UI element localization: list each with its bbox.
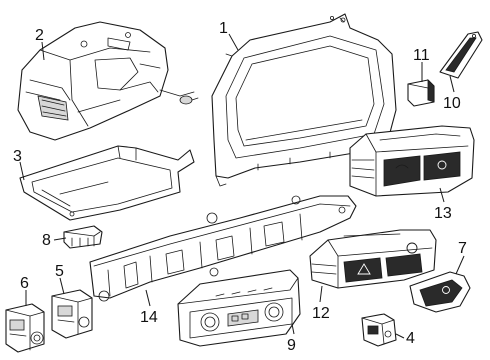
callout-7: 7 (458, 240, 467, 257)
leader-10 (449, 75, 455, 93)
callout-labels: 1 2 3 4 5 6 7 8 9 10 11 12 13 14 (13, 20, 467, 354)
callout-14: 14 (140, 309, 158, 326)
callout-1: 1 (219, 20, 228, 37)
leader-lines (19, 33, 465, 339)
part-4-small-switch (361, 313, 397, 347)
callout-12: 12 (312, 305, 330, 322)
callout-13: 13 (434, 205, 452, 222)
callout-5: 5 (55, 263, 64, 280)
callout-2: 2 (35, 27, 44, 44)
part-14-bracket-frame (89, 195, 357, 302)
leader-9 (291, 323, 295, 335)
leader-12 (319, 285, 323, 303)
part-6-switch-module (5, 303, 45, 353)
part-7-switch (409, 271, 471, 313)
part-12-switch-panel (309, 229, 437, 289)
part-2-hud-housing (17, 21, 199, 141)
callout-6: 6 (20, 275, 29, 292)
part-9-climate-panel (177, 269, 301, 347)
part-3-bezel-tray (19, 145, 195, 221)
leader-14 (145, 289, 151, 307)
leader-8 (53, 237, 67, 241)
leader-2 (41, 41, 45, 61)
part-11-sensor (407, 79, 435, 107)
leader-1 (228, 33, 239, 51)
part-1-instrument-cluster (211, 13, 397, 187)
leader-13 (439, 187, 445, 203)
callout-9: 9 (287, 337, 296, 354)
callout-10: 10 (443, 95, 461, 112)
callout-3: 3 (13, 148, 22, 165)
callout-4: 4 (406, 330, 415, 347)
part-8-connector (63, 225, 103, 249)
callout-8: 8 (42, 232, 51, 249)
part-10-trim-bezel (439, 31, 483, 79)
part-5-switch-module (51, 289, 93, 339)
leader-4 (395, 333, 405, 339)
leader-5 (59, 277, 65, 295)
callout-11: 11 (413, 47, 430, 64)
part-13-control-panel (349, 125, 475, 197)
leader-3 (19, 161, 25, 181)
leader-7 (455, 255, 465, 275)
